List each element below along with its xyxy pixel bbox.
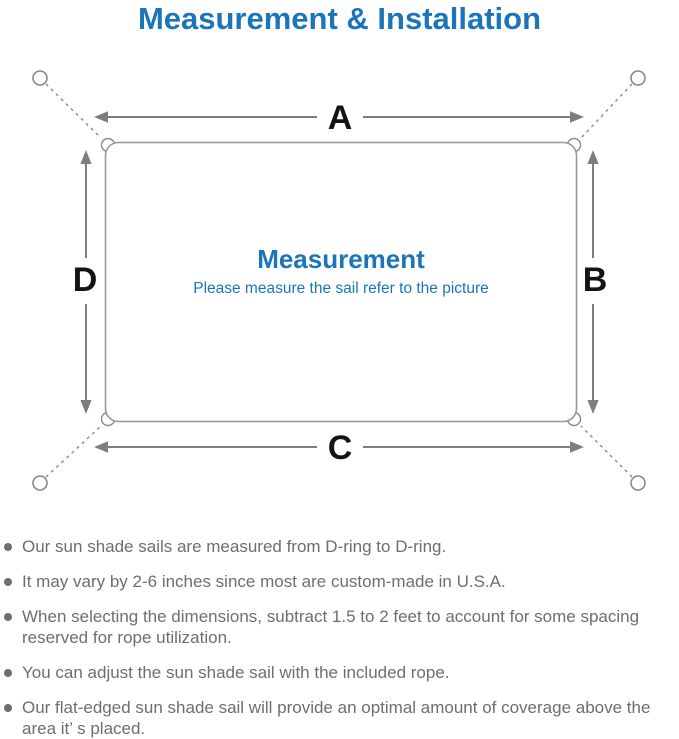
anchor-point-bottom-right (630, 475, 646, 491)
rope-dashed-lines (45, 83, 633, 478)
note-text: It may vary by 2-6 inches since most are… (22, 572, 506, 591)
sail-rectangle (104, 141, 578, 423)
rope-line-bottom-left (45, 425, 102, 478)
list-item: When selecting the dimensions, subtract … (4, 606, 666, 648)
anchor-points (32, 70, 646, 491)
measurement-heading: Measurement (257, 244, 425, 274)
anchor-point-bottom-left (32, 475, 48, 491)
anchor-point-top-right (630, 70, 646, 86)
bullet-dot-icon (4, 703, 12, 712)
page-title: Measurement & Installation (137, 1, 542, 36)
note-text: Our flat-edged sun shade sail will provi… (22, 698, 651, 738)
list-item: You can adjust the sun shade sail with t… (4, 662, 666, 683)
rope-line-top-left (45, 83, 102, 139)
dimension-label-b: B (583, 261, 608, 299)
list-item: Our flat-edged sun shade sail will provi… (4, 697, 666, 739)
dimension-label-d: D (73, 261, 98, 299)
measurement-subtext: Please measure the sail refer to the pic… (193, 280, 489, 297)
dimension-arrow-a (94, 111, 584, 123)
bullet-dot-icon (4, 612, 12, 621)
dimension-arrow-c (94, 441, 584, 453)
note-text: Our sun shade sails are measured from D-… (22, 537, 447, 556)
bullet-dot-icon (4, 577, 12, 586)
rope-line-top-right (580, 83, 633, 139)
bullet-dot-icon (4, 668, 12, 677)
dimension-arrows (80, 111, 599, 453)
bullet-dot-icon (4, 542, 12, 551)
dimension-arrow-b (587, 150, 599, 414)
rope-line-bottom-right (580, 425, 633, 478)
anchor-point-top-left (32, 70, 48, 86)
dimension-label-c: C (328, 429, 353, 467)
note-text: You can adjust the sun shade sail with t… (22, 663, 450, 682)
list-item: It may vary by 2-6 inches since most are… (4, 571, 666, 592)
sail-measurement-diagram: A B C D Measurement Please measure the s… (32, 70, 646, 491)
note-text: When selecting the dimensions, subtract … (22, 607, 640, 647)
list-item: Our sun shade sails are measured from D-… (4, 536, 666, 557)
notes-list: Our sun shade sails are measured from D-… (4, 536, 666, 739)
dimension-arrow-d (80, 150, 92, 414)
dimension-label-a: A (328, 99, 353, 137)
